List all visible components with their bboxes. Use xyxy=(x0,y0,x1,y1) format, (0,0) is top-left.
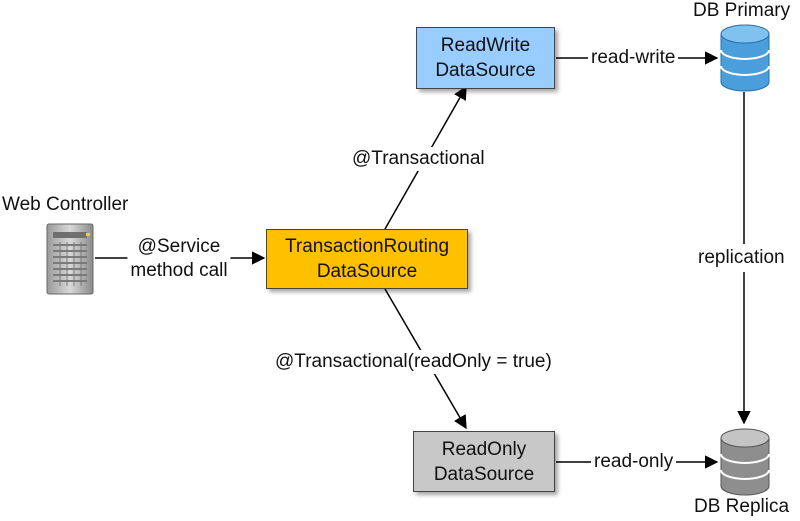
routing-line2: DataSource xyxy=(316,261,418,282)
transactional-label: @Transactional xyxy=(350,147,487,171)
readwrite-datasource-box: ReadWrite DataSource xyxy=(416,27,555,89)
service-call-line1: @Service xyxy=(137,236,221,257)
read-only-label: read-only xyxy=(591,450,677,474)
db-replica-title: DB Replica xyxy=(694,496,790,517)
service-call-label: @Service method call xyxy=(127,235,231,283)
transactional-readonly-label: @Transactional(readOnly = true) xyxy=(273,350,554,374)
db-primary-icon xyxy=(720,24,770,92)
db-primary-title: DB Primary xyxy=(693,0,791,21)
read-write-label: read-write xyxy=(588,46,679,70)
readwrite-line2: DataSource xyxy=(435,60,536,81)
replication-label: replication xyxy=(696,244,787,272)
server-tower-icon xyxy=(46,223,94,295)
service-call-line2: method call xyxy=(130,260,228,281)
readonly-line2: DataSource xyxy=(433,463,535,485)
readwrite-line1: ReadWrite xyxy=(440,35,531,56)
web-controller-title: Web Controller xyxy=(2,194,129,215)
readonly-line1: ReadOnly xyxy=(441,438,527,460)
routing-datasource-box: TransactionRouting DataSource xyxy=(266,229,468,289)
db-replica-icon xyxy=(720,428,770,496)
readonly-datasource-box: ReadOnly DataSource xyxy=(413,431,555,492)
routing-line1: TransactionRouting xyxy=(284,236,450,257)
